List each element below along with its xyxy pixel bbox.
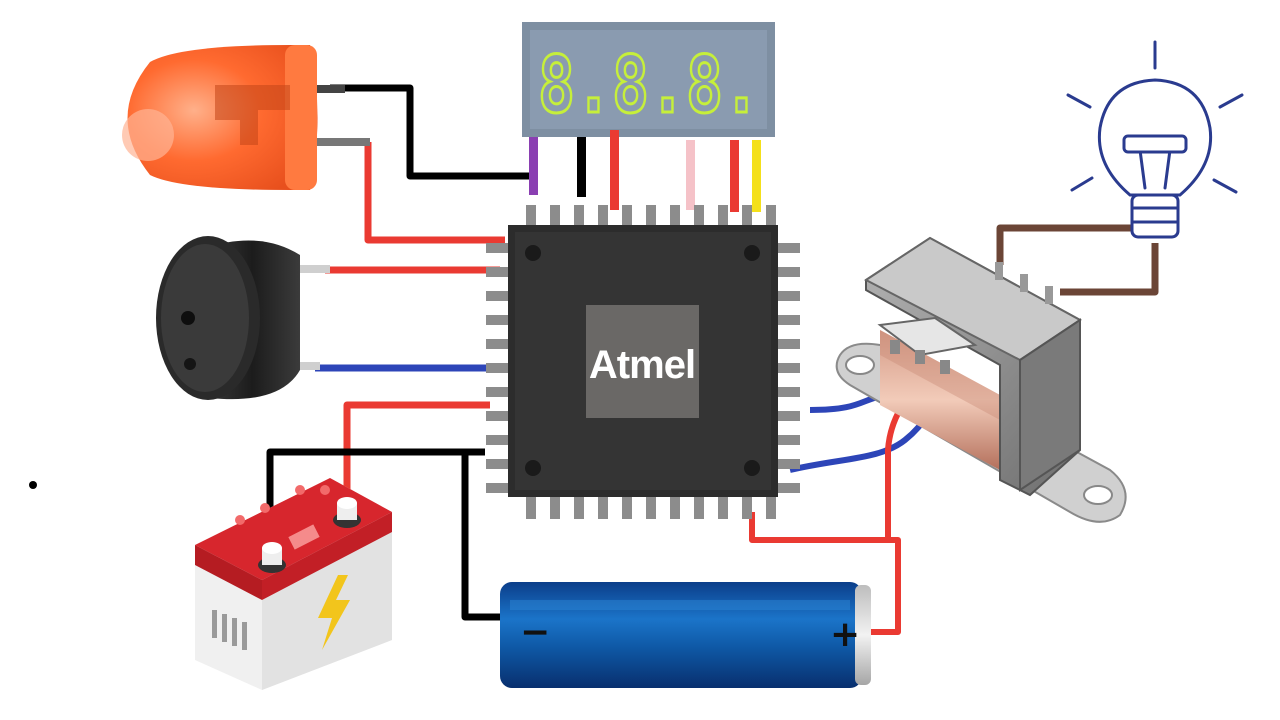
chip-pin-left [486, 267, 508, 277]
chip-pins [486, 205, 800, 519]
chip-pin-top [742, 205, 752, 225]
wire-ground-cell [461, 452, 505, 621]
chip-pin-right [778, 363, 800, 373]
car-battery-icon [195, 478, 392, 690]
chip-pin-bottom [646, 497, 656, 519]
display-pin-black [577, 137, 586, 197]
seven-segment-display: 8.8.8. [522, 22, 775, 212]
cell-minus-label: − [520, 612, 550, 653]
chip-label: Atmel [589, 343, 695, 387]
microcontroller-chip: Atmel [486, 205, 800, 519]
chip-pin-right [778, 339, 800, 349]
chip-die [586, 305, 699, 418]
cell-plus-label: + [830, 614, 860, 655]
chip-pin-top [646, 205, 656, 225]
chip-pin-bottom [670, 497, 680, 519]
chip-pin-left [486, 483, 508, 493]
chip-pin-right [778, 483, 800, 493]
display-pin-yellow [752, 140, 761, 212]
wire-bulb-brown-2 [1060, 243, 1159, 296]
chip-pin-left [486, 459, 508, 469]
chip-pin-right [778, 291, 800, 301]
chip-pin-right [778, 387, 800, 397]
display-pin-red-1 [610, 130, 619, 210]
chip-pin-bottom [550, 497, 560, 519]
stray-dot [29, 481, 37, 489]
chip-pin-top [718, 205, 728, 225]
chip-pin-top [622, 205, 632, 225]
light-bulb-icon [1066, 40, 1244, 239]
chip-pin-right [778, 459, 800, 469]
chip-pin-bottom [526, 497, 536, 519]
chip-pin-bottom [574, 497, 584, 519]
chip-pin-right [778, 435, 800, 445]
chip-pin-top [670, 205, 680, 225]
chip-pin-left [486, 315, 508, 325]
chip-pin-top [550, 205, 560, 225]
chip-pin-bottom [766, 497, 776, 519]
chip-pin-top [574, 205, 584, 225]
transformer-icon [835, 236, 1127, 523]
display-pin-pink [686, 140, 695, 210]
chip-pin-right [778, 411, 800, 421]
chip-pin-left [486, 363, 508, 373]
chip-pin-top [598, 205, 608, 225]
chip-pin-bottom [622, 497, 632, 519]
wire-bulb-brown-1 [996, 224, 1135, 265]
chip-pin-left [486, 291, 508, 301]
display-pin-red-2 [730, 140, 739, 212]
led-icon [122, 45, 370, 190]
chip-pin-left [486, 339, 508, 349]
display-digits: 8.8.8. [538, 41, 760, 131]
wire-battery-red [343, 401, 490, 505]
display-pin-purple [529, 137, 538, 195]
chip-pin-top [526, 205, 536, 225]
buzzer-icon [156, 236, 330, 400]
chip-pin-left [486, 411, 508, 421]
wire-cell-red [749, 512, 901, 635]
chip-pin-left [486, 435, 508, 445]
chip-pin-left [486, 387, 508, 397]
chip-pin-bottom [718, 497, 728, 519]
chip-pin-bottom [694, 497, 704, 519]
chip-pin-top [694, 205, 704, 225]
chip-pin-right [778, 243, 800, 253]
battery-cell-icon: − + [500, 582, 871, 688]
chip-pin-bottom [742, 497, 752, 519]
chip-pin-left [486, 243, 508, 253]
wire-led-red [364, 142, 505, 244]
wire-led-black [330, 84, 535, 180]
chip-pin-top [766, 205, 776, 225]
chip-pin-right [778, 315, 800, 325]
chip-pin-bottom [598, 497, 608, 519]
chip-pin-right [778, 267, 800, 277]
